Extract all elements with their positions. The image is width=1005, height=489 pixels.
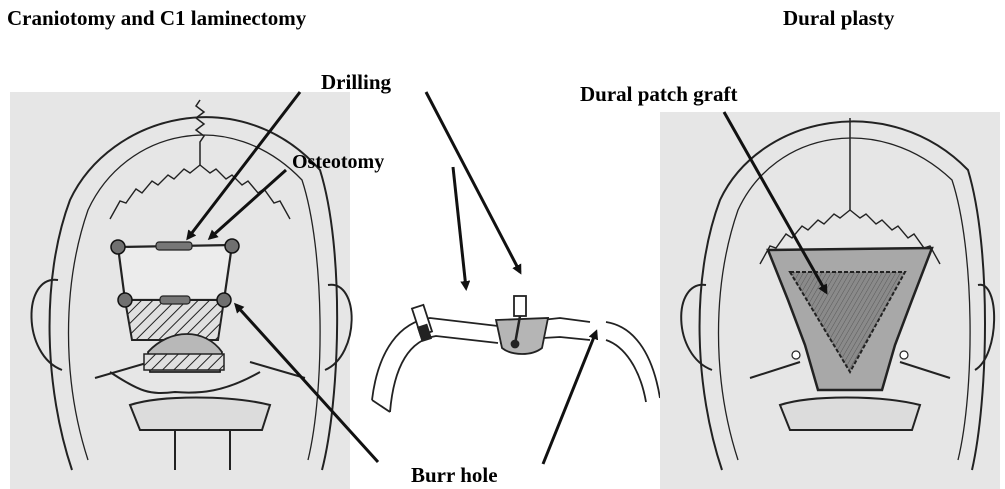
label-drilling: Drilling bbox=[321, 72, 391, 93]
osteotomy-slot-top bbox=[156, 242, 192, 250]
label-dural-patch-graft: Dural patch graft bbox=[580, 84, 737, 105]
title-left: Craniotomy and C1 laminectomy bbox=[7, 8, 306, 29]
burr-hole-marker bbox=[111, 240, 125, 254]
osteotomy-slot-bottom bbox=[160, 296, 190, 304]
label-burr-hole: Burr hole bbox=[411, 465, 498, 486]
c1-lamina-hatched bbox=[144, 354, 224, 370]
burr-hole-marker bbox=[118, 293, 132, 307]
skull-section-left-outer bbox=[372, 318, 498, 400]
center-bone-cross-section bbox=[372, 296, 660, 412]
burr-hole-marker bbox=[217, 293, 231, 307]
arrow-burr-hole-right bbox=[543, 332, 596, 464]
bone-flap-hatched bbox=[125, 300, 224, 340]
drill-bit-center bbox=[514, 296, 526, 316]
label-osteotomy: Osteotomy bbox=[292, 152, 384, 172]
title-right: Dural plasty bbox=[783, 8, 894, 29]
arrow-drilling-center bbox=[453, 167, 466, 288]
arrow-drilling-right bbox=[426, 92, 520, 272]
burr-hole-marker bbox=[225, 239, 239, 253]
craniotomy-window bbox=[118, 245, 232, 300]
skull-section-right bbox=[606, 322, 660, 398]
right-skull-drawing bbox=[660, 112, 1000, 489]
